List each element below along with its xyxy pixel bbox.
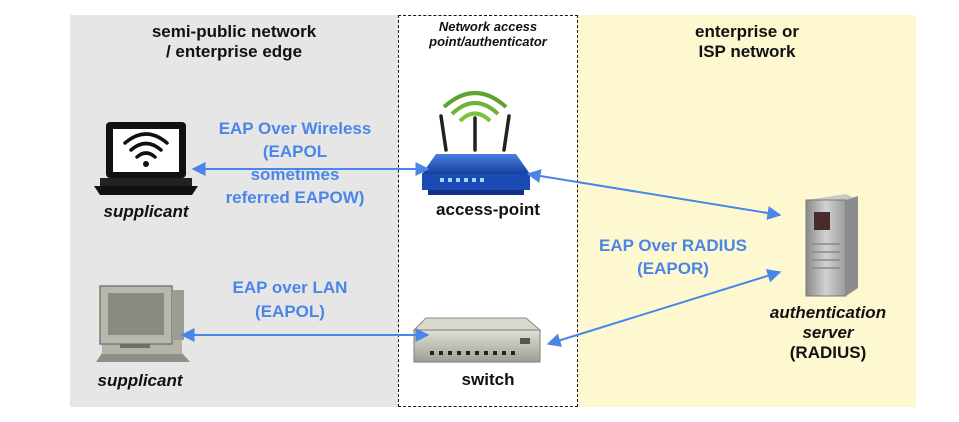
access-point-icon [422,91,530,195]
switch-icon [412,317,542,363]
access-point-label: access-point [436,200,540,219]
switch-radius-link-arrow [546,269,782,347]
ap-radius-link-arrow [526,169,782,220]
laptop-icon [94,122,198,195]
laptop-supplicant-label: supplicant [103,202,189,221]
radius-link-label: EAP Over RADIUS(EAPOR) [598,236,747,278]
left-zone-title: semi-public network/ enterprise edge [151,22,317,61]
desktop-computer-icon [96,285,190,362]
lan-link-label: EAP over LAN(EAPOL) [232,278,348,321]
server-icon [805,194,858,297]
authentication-server-label: authentication server (RADIUS) [769,303,887,362]
desktop-supplicant-label: supplicant [97,371,183,390]
switch-label: switch [461,370,515,389]
